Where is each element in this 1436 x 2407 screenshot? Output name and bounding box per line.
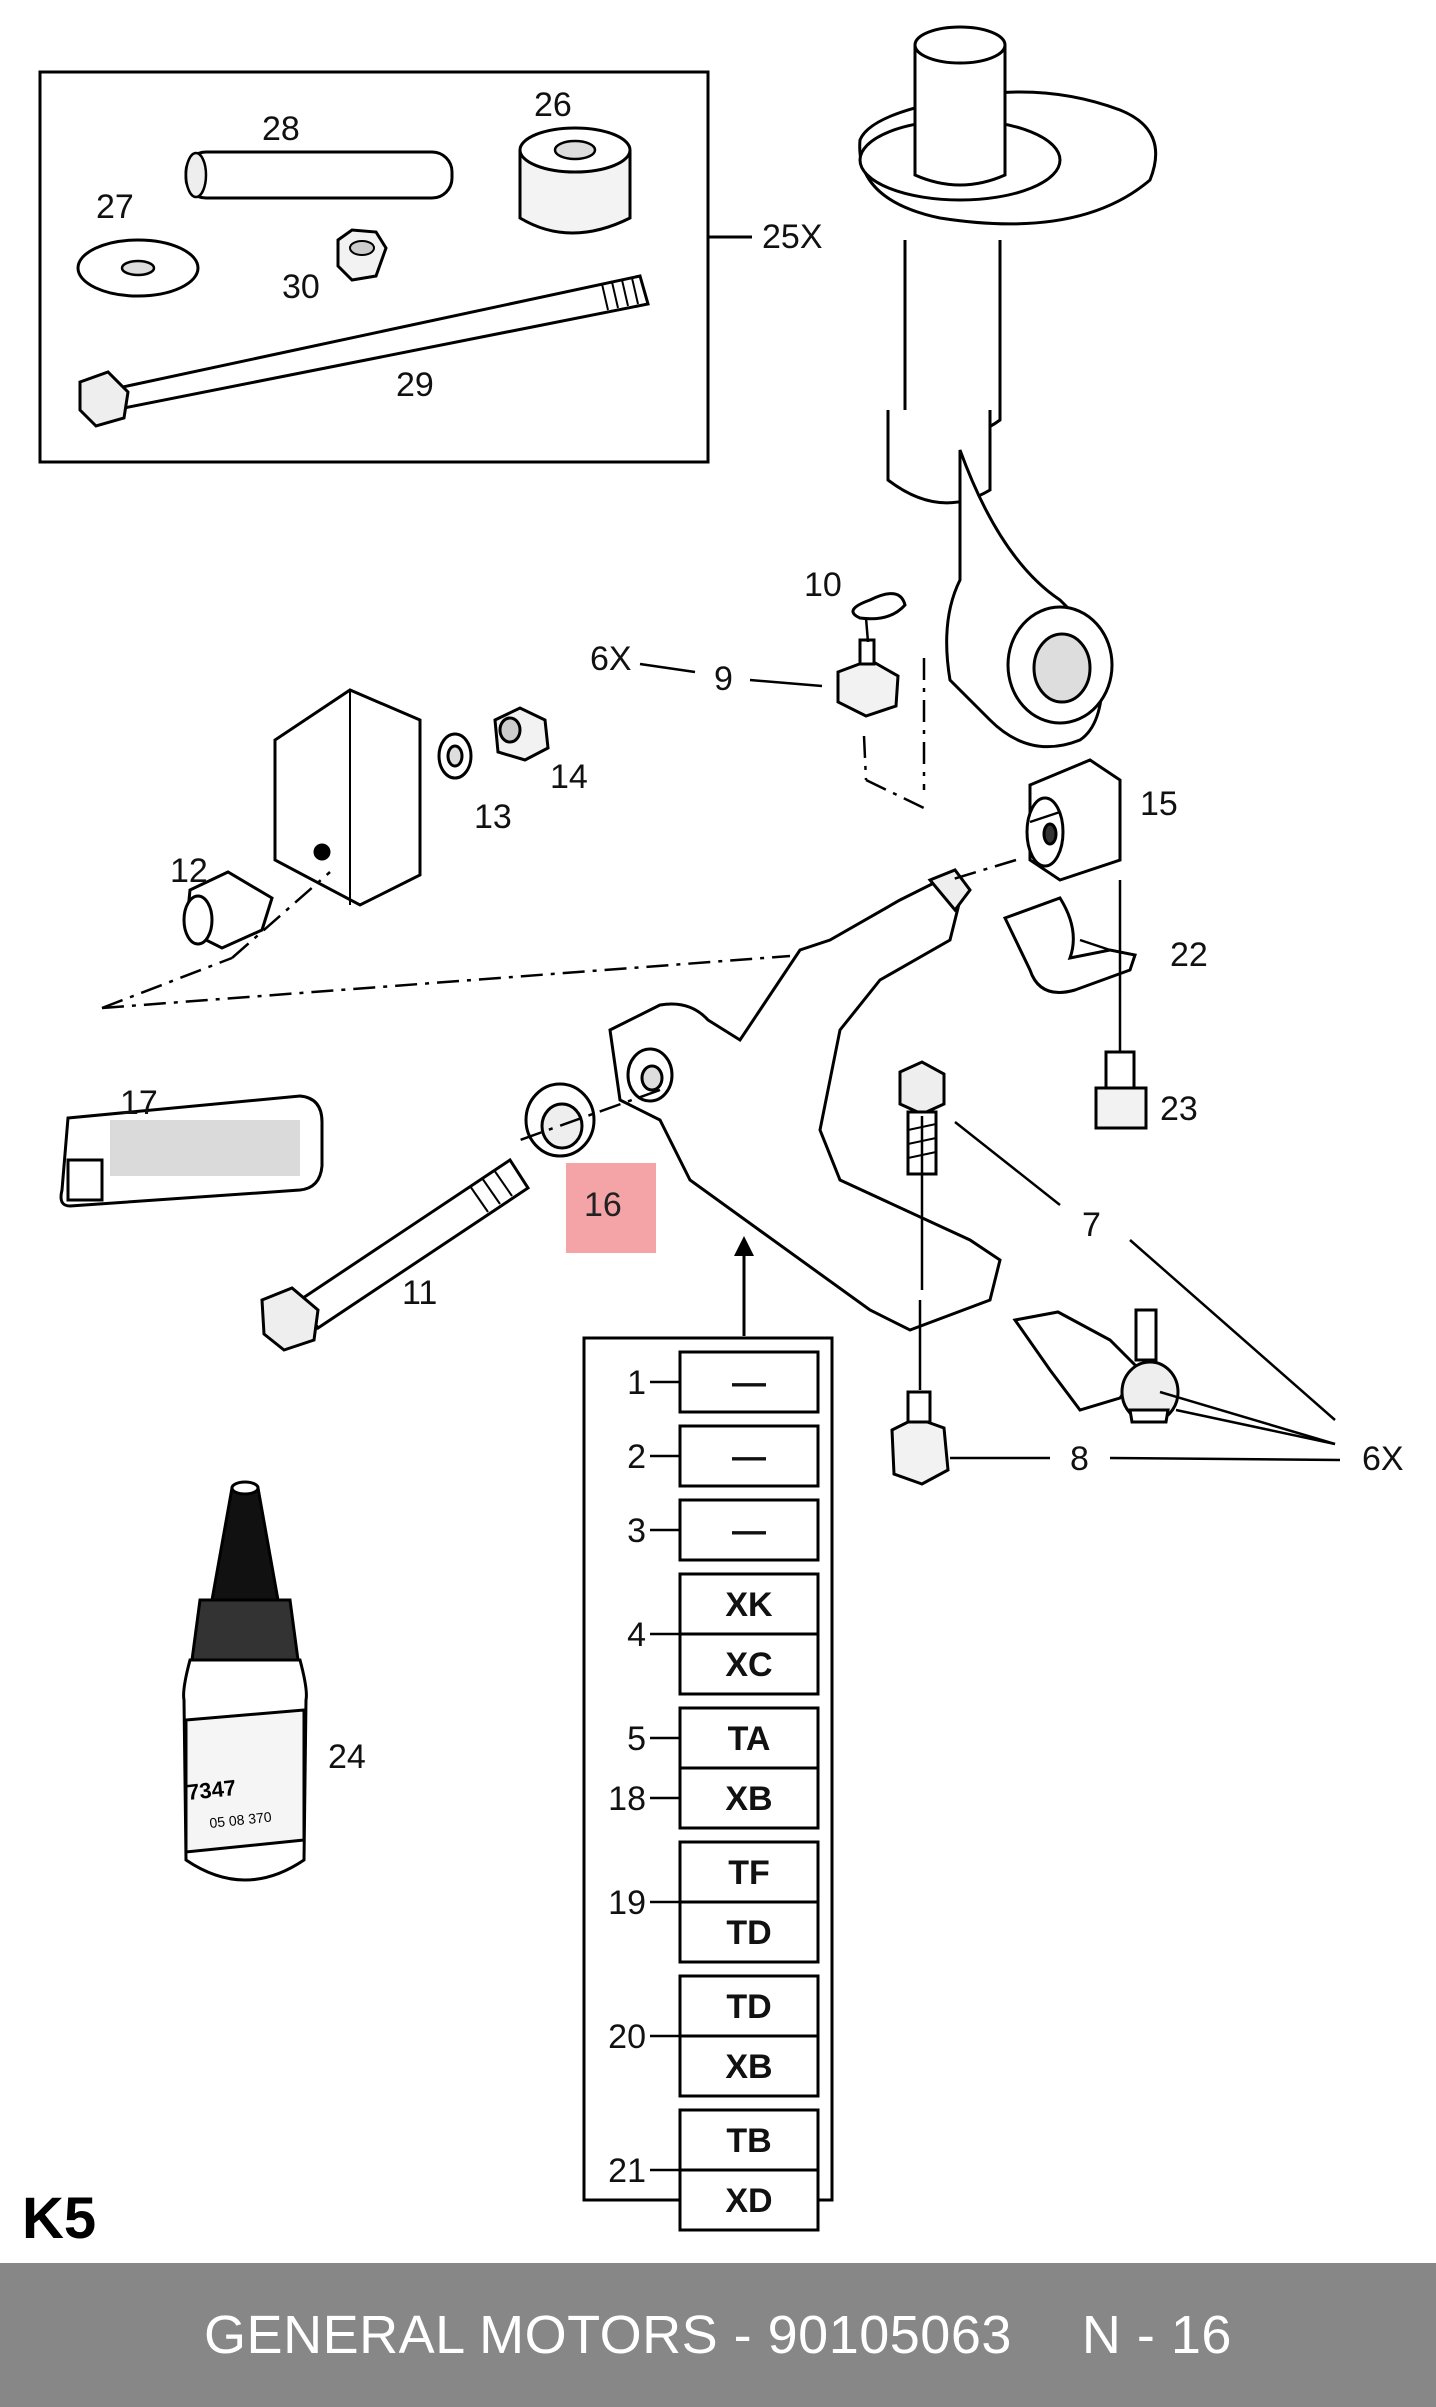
label-13: 13 bbox=[474, 798, 512, 836]
variant-code: TD bbox=[726, 1914, 771, 1952]
variant-code: XB bbox=[725, 1780, 772, 1818]
variant-code: XC bbox=[725, 1646, 772, 1684]
footer-page-ref: N - 16 bbox=[1081, 2305, 1232, 2365]
part-29-bolt bbox=[78, 274, 650, 428]
exploded-parts-diagram: 7347 05 08 370 16 bbox=[22, 25, 1404, 2251]
label-29: 29 bbox=[396, 366, 434, 404]
label-15: 15 bbox=[1140, 785, 1178, 823]
label-25x: 25X bbox=[762, 218, 823, 256]
variant-cell bbox=[678, 1632, 820, 1696]
label-9: 9 bbox=[714, 660, 733, 698]
variant-cell bbox=[678, 2034, 820, 2098]
variant-item-number: 21 bbox=[608, 2152, 646, 2190]
page-code: K5 bbox=[22, 2186, 96, 2251]
label-12: 12 bbox=[170, 852, 208, 890]
subframe-bracket bbox=[182, 688, 550, 950]
variant-item-number: 1 bbox=[627, 1364, 646, 1402]
part-27-washer bbox=[76, 238, 200, 298]
part-9-nut bbox=[836, 638, 900, 718]
label-17: 17 bbox=[120, 1084, 158, 1122]
label-14: 14 bbox=[550, 758, 588, 796]
part-24-adhesive-bottle: 7347 05 08 370 bbox=[182, 1480, 308, 1882]
part-23-screw bbox=[1094, 992, 1148, 1130]
label-10: 10 bbox=[804, 566, 842, 604]
part-8-nut bbox=[890, 1390, 950, 1486]
variant-code: — bbox=[732, 1438, 766, 1476]
variant-code: TF bbox=[728, 1854, 770, 1892]
label-28: 28 bbox=[262, 110, 300, 148]
variant-code: XK bbox=[725, 1586, 773, 1624]
variant-item-number: 19 bbox=[608, 1884, 646, 1922]
label-24: 24 bbox=[328, 1738, 366, 1776]
callout-labels: 10 6X 9 14 13 12 15 22 23 17 7 11 8 6X 2… bbox=[120, 566, 1404, 1776]
dash-dot-lines bbox=[101, 658, 1017, 1142]
control-arm bbox=[608, 868, 1002, 1332]
variant-cell bbox=[678, 2108, 820, 2172]
variant-cell bbox=[678, 1766, 820, 1830]
variant-code: TD bbox=[726, 1988, 771, 2026]
leader-lines bbox=[639, 617, 1341, 1462]
variant-cell bbox=[678, 1424, 820, 1488]
variant-code: XD bbox=[725, 2182, 772, 2220]
part-10-cotter-pin bbox=[851, 592, 907, 621]
variant-cell bbox=[678, 1350, 820, 1414]
variant-item-number: 18 bbox=[608, 1780, 646, 1818]
variant-item-number: 4 bbox=[627, 1616, 646, 1654]
part-22-clamp bbox=[1002, 896, 1137, 994]
strut-assembly bbox=[858, 25, 1158, 749]
footer-bar: GENERAL MOTORS - 90105063 N - 16 bbox=[0, 2263, 1436, 2407]
ball-joint bbox=[1012, 1308, 1180, 1424]
label-11: 11 bbox=[402, 1274, 437, 1312]
label-30: 30 bbox=[282, 268, 320, 306]
part-15-stabilizer-bush bbox=[1025, 758, 1122, 882]
highlight-part-16: 16 bbox=[566, 1163, 656, 1253]
variant-code: XB bbox=[725, 2048, 772, 2086]
label-22: 22 bbox=[1170, 936, 1208, 974]
label-8: 8 bbox=[1070, 1440, 1089, 1478]
label-6x-lower: 6X bbox=[1362, 1440, 1404, 1478]
part-11-bolt bbox=[260, 1157, 531, 1352]
variant-item-number: 2 bbox=[627, 1438, 646, 1476]
variant-item-number: 5 bbox=[627, 1720, 646, 1758]
part-16-washer bbox=[524, 1082, 596, 1158]
part-17-edge-trim bbox=[59, 1094, 324, 1208]
variant-item-number: 20 bbox=[608, 2018, 646, 2056]
kit-labels: 28 26 27 30 29 25X bbox=[96, 86, 823, 404]
part-26-bush bbox=[518, 126, 632, 235]
variant-cell bbox=[678, 1498, 820, 1562]
variant-cell bbox=[678, 2168, 820, 2232]
kit-box bbox=[38, 70, 752, 464]
variant-item-number: 3 bbox=[627, 1512, 646, 1550]
variant-code: — bbox=[732, 1364, 766, 1402]
variant-cell bbox=[678, 1900, 820, 1964]
label-7: 7 bbox=[1082, 1206, 1101, 1244]
variant-cell bbox=[678, 1974, 820, 2038]
label-26: 26 bbox=[534, 86, 572, 124]
bottle-label-code: 7347 bbox=[186, 1775, 237, 1805]
label-6x-upper: 6X bbox=[590, 640, 632, 678]
variant-code: TA bbox=[728, 1720, 771, 1758]
pointer-arrow bbox=[734, 1236, 754, 1336]
part-30-nut bbox=[336, 228, 388, 282]
highlight-label: 16 bbox=[584, 1186, 622, 1224]
label-27: 27 bbox=[96, 188, 134, 226]
variant-code: — bbox=[732, 1512, 766, 1550]
footer-part-number: GENERAL MOTORS - 90105063 bbox=[204, 2305, 1012, 2365]
label-23: 23 bbox=[1160, 1090, 1198, 1128]
variant-code: TB bbox=[726, 2122, 771, 2160]
part-28-sleeve bbox=[184, 150, 454, 200]
bottle-label-number: 05 08 370 bbox=[209, 1809, 273, 1831]
